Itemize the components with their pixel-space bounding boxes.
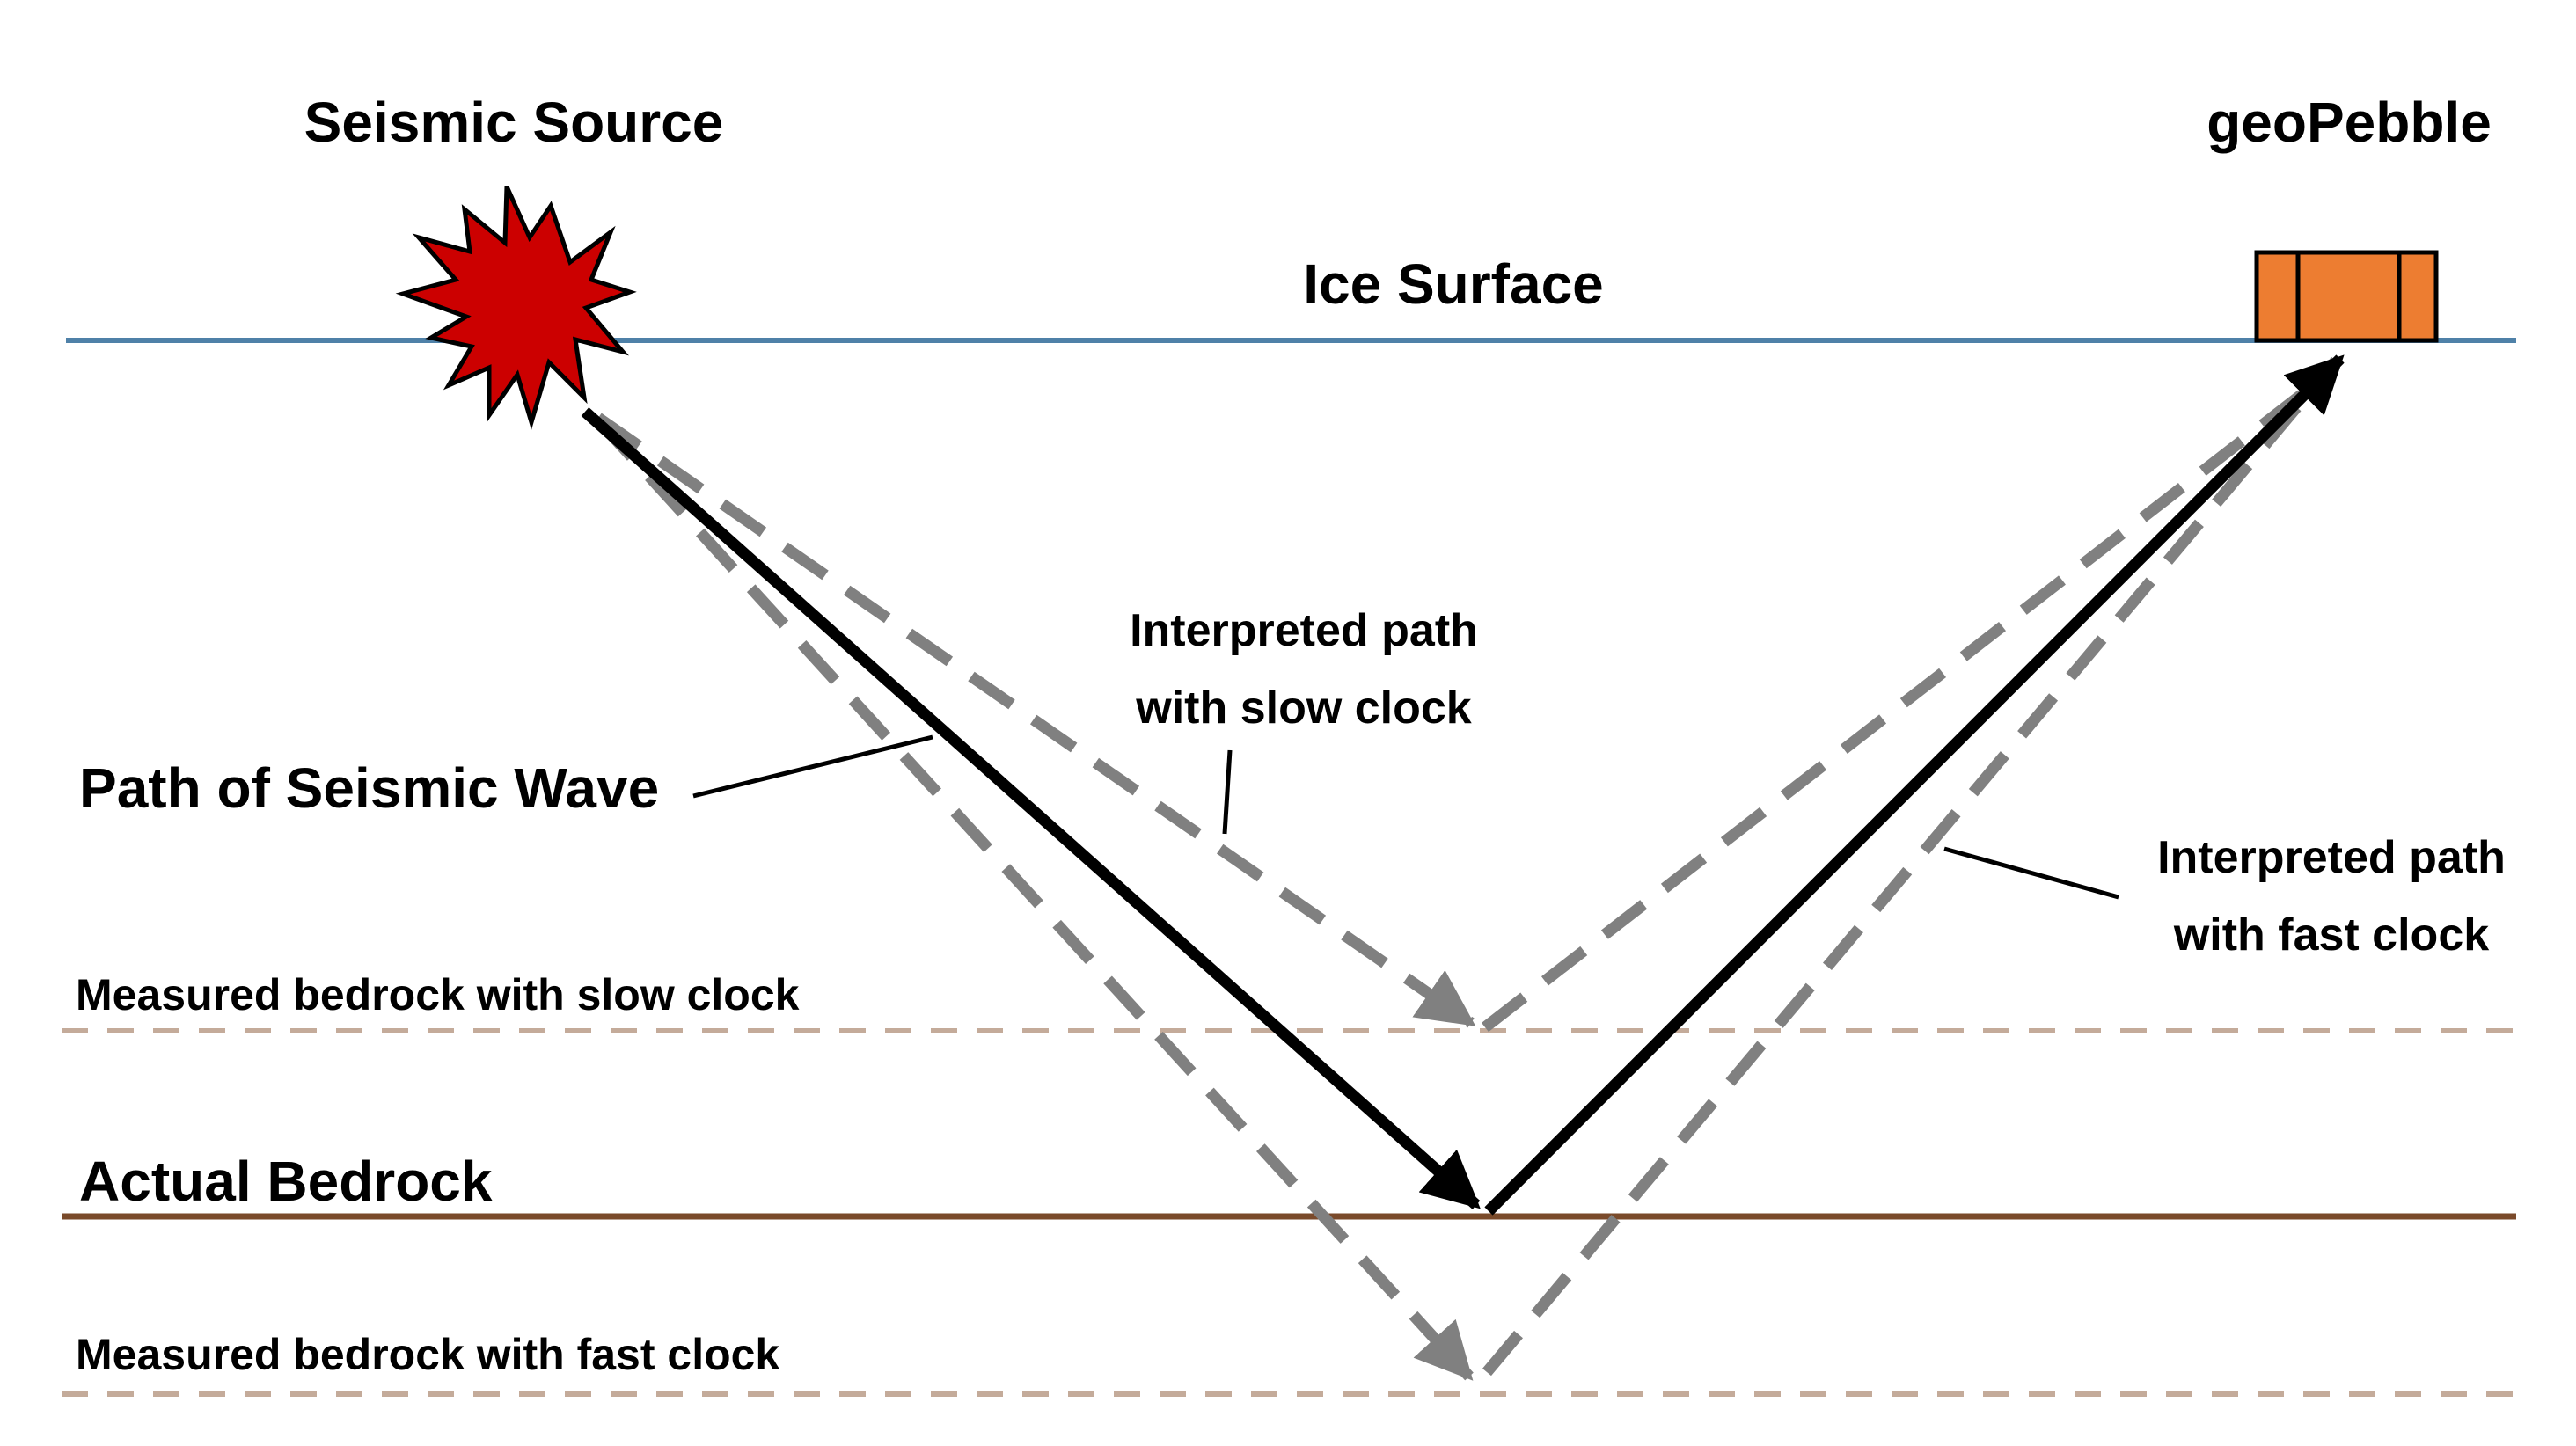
interpreted-fast-label-line1: Interpreted path <box>2157 832 2506 883</box>
wave-up-path <box>1484 354 2345 1216</box>
interpreted-fast-down-path <box>594 416 1474 1381</box>
measured-fast-label: Measured bedrock with fast clock <box>76 1330 779 1379</box>
interpreted-slow-label-line2: with slow clock <box>1135 683 1471 734</box>
measured-slow-label: Measured bedrock with slow clock <box>76 970 800 1019</box>
seismic-source-label: Seismic Source <box>304 91 724 154</box>
actual-bedrock-label: Actual Bedrock <box>79 1150 493 1213</box>
interpreted-fast-label-line2: with fast clock <box>2173 909 2489 960</box>
interpreted-slow-up-path <box>1482 373 2326 1033</box>
geopebble-label: geoPebble <box>2206 91 2492 154</box>
path-of-wave-label: Path of Seismic Wave <box>79 756 659 820</box>
explosion-burst-icon <box>395 185 637 430</box>
wave-label-leader <box>692 734 933 799</box>
interpreted-slow-down-path <box>595 413 1476 1028</box>
interpreted-slow-label-line1: Interpreted path <box>1130 605 1478 656</box>
geopebble-sensor-icon <box>2254 250 2439 343</box>
wave-down-path <box>581 407 1481 1209</box>
ice-surface-label: Ice Surface <box>1303 252 1604 316</box>
interpreted-fast-up-path <box>1482 356 2340 1377</box>
slow-label-leader <box>1222 749 1233 835</box>
fast-label-leader <box>1943 846 2119 900</box>
